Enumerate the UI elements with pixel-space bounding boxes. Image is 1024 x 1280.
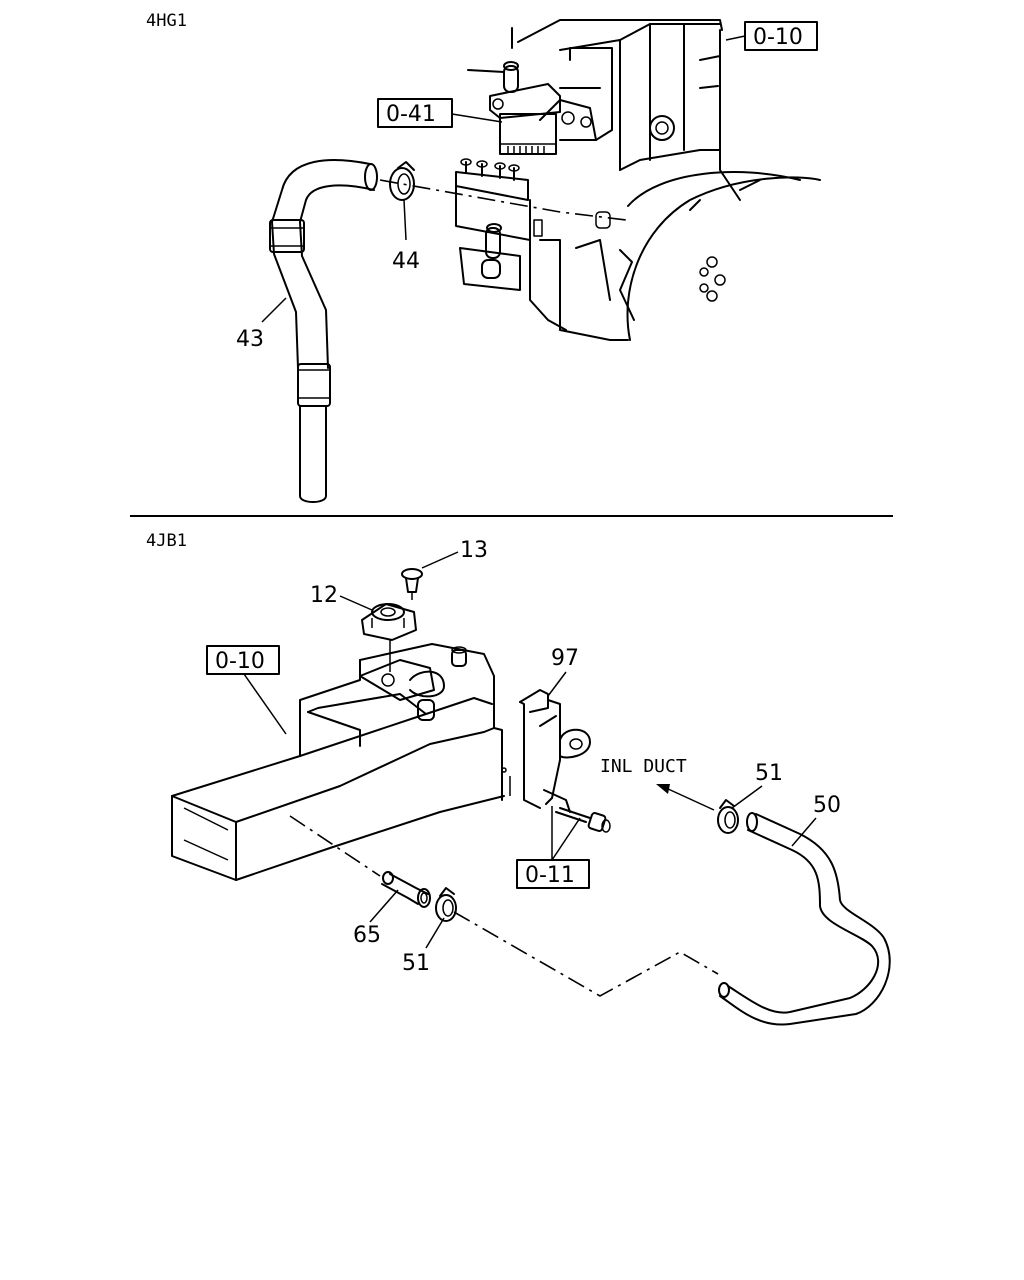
engine-block-4hg1 xyxy=(455,19,821,341)
part-label-97: 97 xyxy=(551,646,579,671)
leader-0-11 xyxy=(551,806,581,861)
ref-box-0-10-bottom xyxy=(206,645,280,675)
assembly-line-hose-50 xyxy=(453,911,719,997)
hose-50 xyxy=(718,812,891,1026)
section-title-4jb1: 4JB1 xyxy=(146,531,187,551)
assembly-line-65 xyxy=(289,815,381,877)
part-label-51-right: 51 xyxy=(755,761,783,786)
ref-0-10-bottom: 0-10 xyxy=(215,649,265,674)
leader-97 xyxy=(547,671,567,697)
part-label-50: 50 xyxy=(813,793,841,818)
ref-0-11: 0-11 xyxy=(525,863,575,888)
ref-box-0-41 xyxy=(377,98,453,128)
leader-43 xyxy=(261,297,287,323)
inl-duct-label: INL DUCT xyxy=(600,756,687,777)
leader-0-10-top xyxy=(725,35,746,41)
leader-13 xyxy=(421,551,459,569)
fuel-filter-0-41 xyxy=(467,61,561,155)
part-label-51-left: 51 xyxy=(402,951,430,976)
part-label-43: 43 xyxy=(236,327,264,352)
leader-51-left xyxy=(425,917,445,949)
ref-box-0-10-top xyxy=(744,21,818,51)
leader-50 xyxy=(791,817,817,847)
section-title-4hg1: 4HG1 xyxy=(146,11,187,31)
ref-box-0-11 xyxy=(516,859,590,889)
bolt-0-11 xyxy=(555,807,611,833)
hose-43 xyxy=(269,159,378,503)
leader-51-right xyxy=(731,785,763,809)
ref-0-41: 0-41 xyxy=(386,102,436,127)
leader-0-10-bottom xyxy=(243,673,287,735)
part-label-44: 44 xyxy=(392,249,420,274)
tube-65 xyxy=(381,871,431,908)
part-label-65: 65 xyxy=(353,923,381,948)
screw-13 xyxy=(401,568,423,600)
cap-12 xyxy=(361,603,417,672)
inl-duct-arrow-line xyxy=(665,787,715,811)
leader-44 xyxy=(403,199,407,241)
clip-51-right xyxy=(717,799,739,834)
bracket-97 xyxy=(501,689,591,813)
ref-0-10-top: 0-10 xyxy=(753,25,803,50)
assembly-line-top xyxy=(379,179,627,221)
leader-0-41 xyxy=(451,113,503,123)
leader-65 xyxy=(369,889,399,923)
head-cover-4jb1 xyxy=(171,643,505,881)
leader-12 xyxy=(339,595,373,611)
inl-duct-arrow-head xyxy=(656,784,670,794)
part-label-13: 13 xyxy=(460,538,488,563)
part-label-12: 12 xyxy=(310,583,338,608)
clip-44 xyxy=(389,161,415,201)
clip-51-left xyxy=(435,887,457,922)
